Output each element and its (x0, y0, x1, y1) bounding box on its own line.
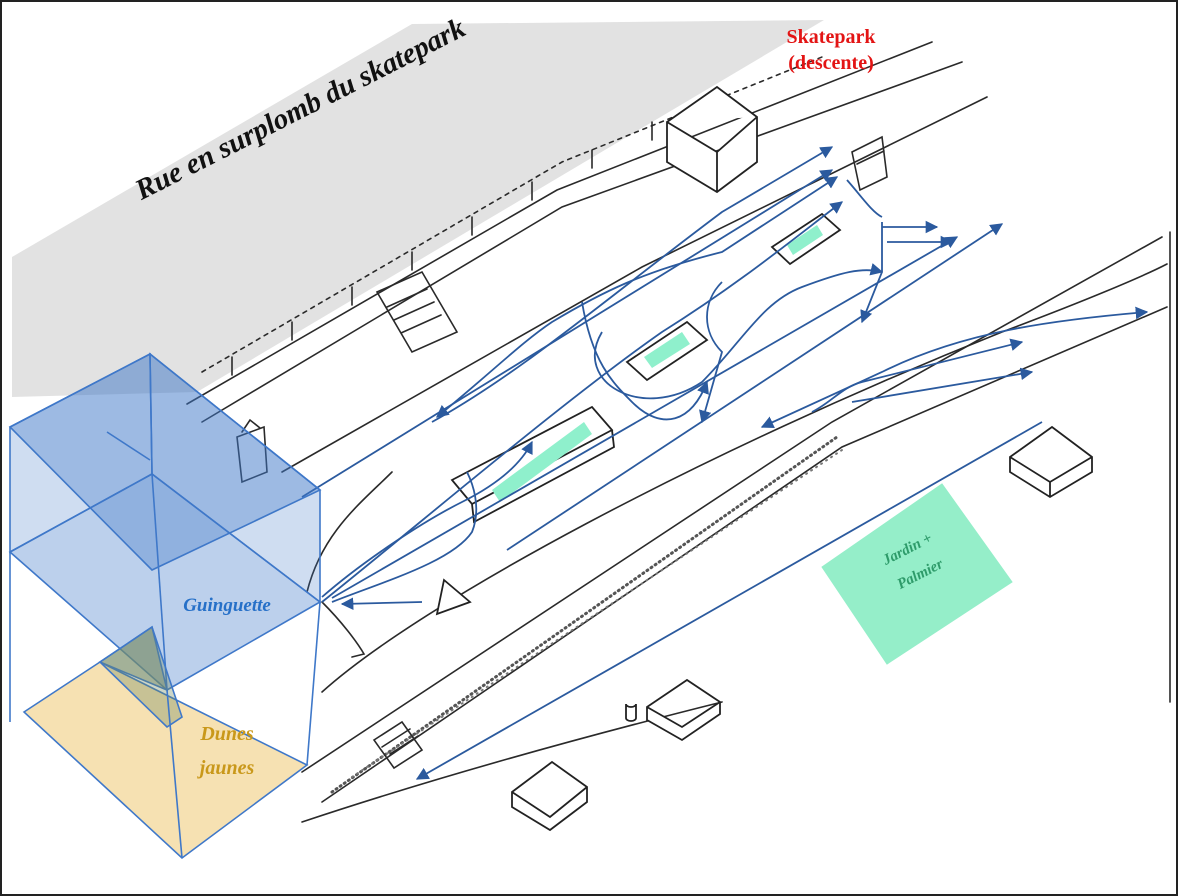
kiosk (236, 418, 268, 484)
guinguette-label: Guinguette (183, 595, 271, 616)
promenade-lower (321, 306, 1168, 803)
stairs-lower (372, 720, 424, 770)
curved-ramp (306, 471, 393, 658)
block-jardin (1009, 425, 1093, 499)
promenade-upper (301, 236, 1163, 773)
flow-arrows (301, 146, 1149, 780)
dunes-label: Dunes jaunes (182, 717, 272, 785)
promenade-stipple-2 (351, 449, 843, 778)
dunes-label-line1: Dunes (200, 723, 254, 745)
staircase-b (851, 135, 888, 192)
skatepark-label-line2: (descente) (788, 52, 874, 74)
railing (201, 56, 823, 373)
cone (435, 578, 472, 616)
street-band (12, 20, 824, 397)
jardin-zone (821, 483, 1013, 665)
skatepark-label: Skatepark (descente) (776, 24, 886, 76)
block-top (666, 85, 758, 194)
bollard (625, 703, 637, 722)
block-mid (646, 678, 721, 742)
promenade-stipple (330, 435, 839, 794)
staircase-a (375, 270, 459, 354)
block-low (511, 760, 588, 832)
dunes-label-line2: jaunes (199, 757, 255, 779)
guinguette-zone (8, 352, 322, 691)
dunes-zone (9, 552, 321, 860)
skatepark-label-line1: Skatepark (786, 26, 876, 48)
